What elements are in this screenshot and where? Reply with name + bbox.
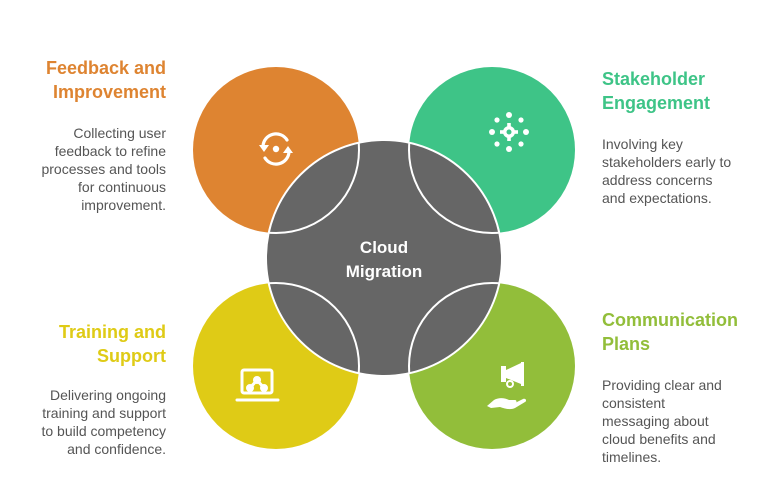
feedback-title-line2: Improvement — [52, 82, 166, 102]
overlap-arc-communication — [408, 282, 502, 376]
gear-network-icon — [489, 112, 529, 152]
training-desc-line: to build competency — [41, 423, 166, 439]
communication-desc-line: timelines. — [602, 449, 662, 465]
communication-desc-line: Providing clear and — [602, 377, 722, 393]
stakeholder-desc-line: stakeholders early to — [602, 154, 732, 170]
stakeholder-title-line2: Engagement — [602, 93, 711, 113]
megaphone-hand-icon — [487, 362, 527, 410]
feedback-title: Feedback and Improvement — [0, 56, 166, 104]
overlap-arc-feedback — [266, 140, 360, 234]
training-desc-line: and confidence. — [67, 441, 166, 457]
center-circle — [265, 139, 503, 377]
stakeholder-desc-line: Involving key — [602, 136, 683, 152]
communication-description: Providing clear and consistent messaging… — [602, 376, 780, 466]
training-description: Delivering ongoing training and support … — [0, 386, 166, 458]
communication-title: Communication Plans — [602, 308, 780, 356]
stakeholder-title-line1: Stakeholder — [602, 69, 706, 89]
feedback-description: Collecting user feedback to refine proce… — [0, 124, 166, 214]
communication-desc-line: cloud benefits and — [602, 431, 716, 447]
laptop-share-icon — [235, 368, 280, 402]
communication-desc-line: consistent — [602, 395, 666, 411]
feedback-desc-line: Collecting user — [73, 125, 166, 141]
refresh-cycle-icon — [259, 132, 293, 166]
stakeholder-description: Involving key stakeholders early to addr… — [602, 135, 780, 207]
training-title: Training and Support — [0, 320, 166, 368]
training-title-line1: Training and — [58, 322, 166, 342]
communication-desc-line: messaging about — [602, 413, 709, 429]
training-desc-line: training and support — [42, 405, 166, 421]
feedback-desc-line: improvement. — [81, 197, 166, 213]
stakeholder-desc-line: address concerns — [602, 172, 713, 188]
center-label-line2: Migration — [346, 262, 423, 281]
stakeholder-title: Stakeholder Engagement — [602, 67, 780, 115]
communication-title-line1: Communication — [602, 310, 739, 330]
overlap-arc-stakeholder — [408, 140, 502, 234]
overlap-arc-training — [266, 282, 360, 376]
feedback-title-line1: Feedback and — [45, 58, 166, 78]
training-desc-line: Delivering ongoing — [50, 387, 166, 403]
communication-title-line2: Plans — [602, 334, 651, 354]
feedback-desc-line: feedback to refine — [54, 143, 166, 159]
training-title-line2: Support — [97, 346, 166, 366]
stakeholder-desc-line: and expectations. — [602, 190, 712, 206]
feedback-desc-line: for continuous — [78, 179, 166, 195]
center-label-line1: Cloud — [360, 238, 408, 257]
feedback-desc-line: processes and tools — [41, 161, 166, 177]
